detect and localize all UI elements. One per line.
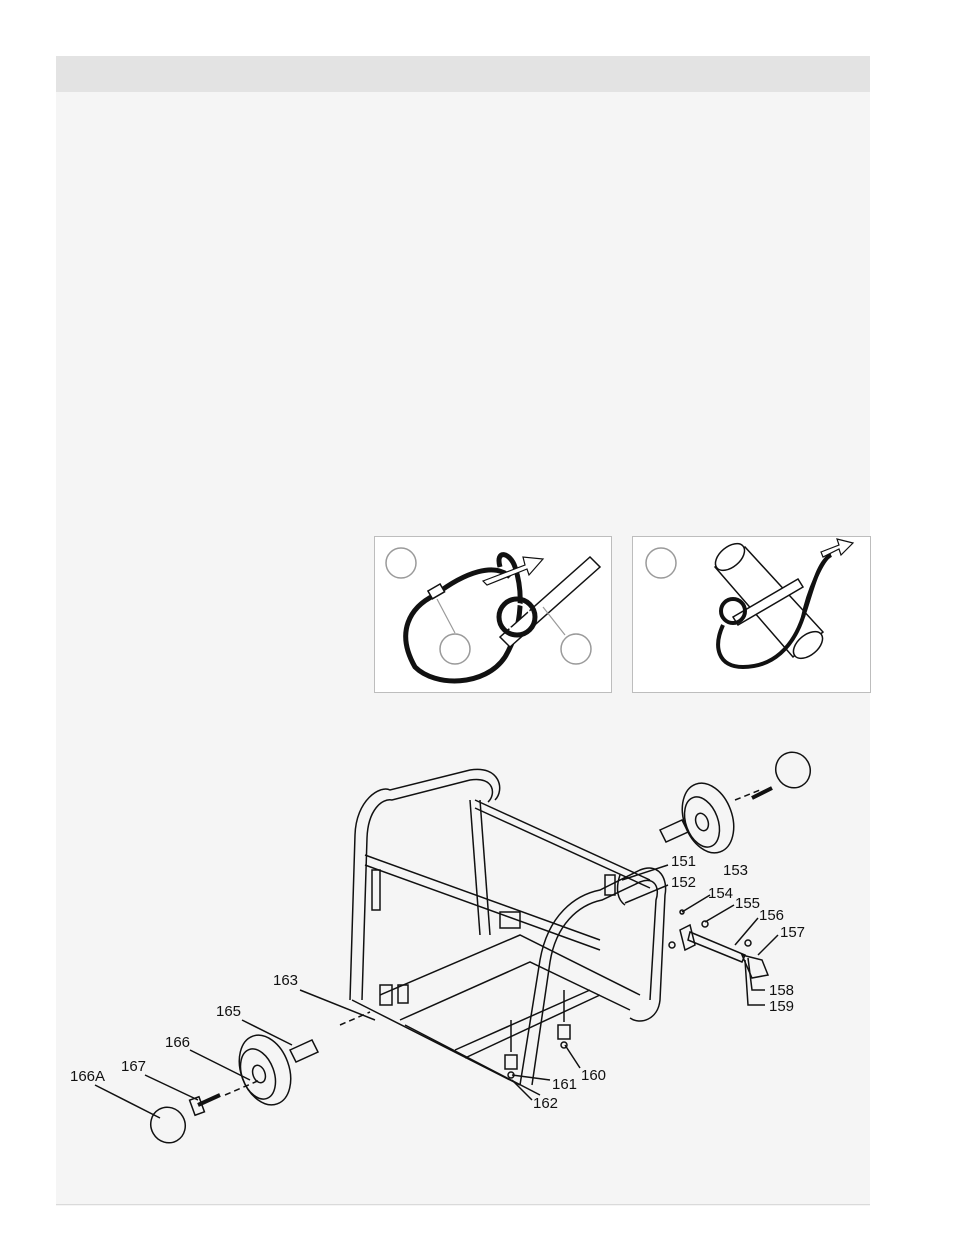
handle-grip (740, 953, 770, 979)
part-callout-152: 152 (671, 874, 696, 891)
lanyard-tube-illustration (645, 538, 855, 670)
section-header-bar (56, 56, 870, 92)
step-marker-circle (645, 547, 677, 579)
part-callout-166A: 166A (70, 1068, 105, 1085)
part-callout-156: 156 (759, 907, 784, 924)
footer-rule (56, 1204, 870, 1205)
frame-top-rail (364, 854, 601, 941)
lanyard-pin-illustration (385, 547, 602, 684)
part-callout-165: 165 (216, 1003, 241, 1020)
part-callout-159: 159 (769, 998, 794, 1015)
pin-ring (719, 597, 747, 625)
part-callout-162: 162 (533, 1095, 558, 1112)
lanyard-figure-step-2 (632, 536, 871, 693)
direction-arrow (820, 538, 855, 558)
hub-cap (149, 1106, 187, 1144)
mounting-bracket (371, 869, 381, 911)
part-callout-163: 163 (273, 972, 298, 989)
step-marker-circle (439, 633, 471, 665)
step-marker-circle (385, 547, 417, 579)
part-callout-151: 151 (671, 853, 696, 870)
part-callout-155: 155 (735, 895, 760, 912)
part-callout-157: 157 (780, 924, 805, 941)
rubber-isolator (557, 1024, 571, 1040)
step-marker-circle (560, 633, 592, 665)
part-callout-167: 167 (121, 1058, 146, 1075)
frame-rear-loop (349, 768, 501, 1001)
cable-ferrule (426, 583, 446, 600)
lock-pin (498, 555, 602, 649)
part-callout-153: 153 (723, 862, 748, 879)
part-callout-158: 158 (769, 982, 794, 999)
part-callout-166: 166 (165, 1034, 190, 1051)
wheel-spacer (288, 1039, 320, 1063)
part-callout-160: 160 (581, 1067, 606, 1084)
lanyard-figure-step-1 (374, 536, 612, 693)
part-callout-161: 161 (552, 1076, 577, 1093)
lanyard-cable (403, 552, 523, 684)
pin-ring (496, 596, 538, 638)
handle-tube (687, 930, 746, 963)
direction-arrow (481, 556, 545, 586)
part-callout-154: 154 (708, 885, 733, 902)
